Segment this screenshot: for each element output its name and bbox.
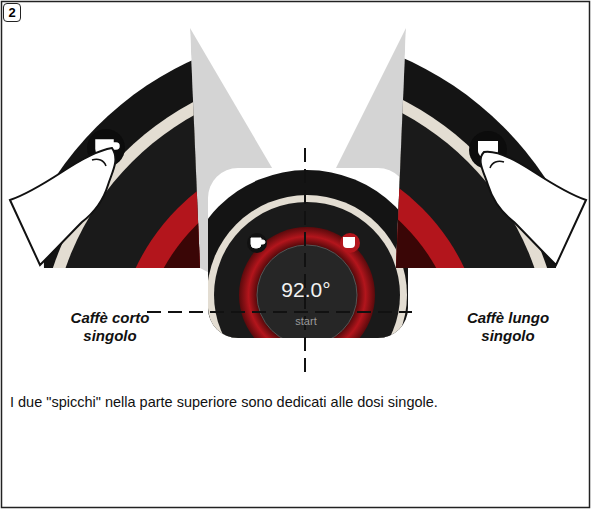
caption-text: I due "spicchi" nella parte superiore so…	[10, 393, 582, 413]
temperature-display: 92.0°	[261, 277, 351, 302]
step-number-box: 2	[3, 3, 21, 22]
crosshair-line	[147, 311, 412, 313]
start-label: start	[276, 315, 336, 328]
function-label: Caffè lungo singolo	[443, 309, 573, 345]
step-number: 2	[7, 5, 17, 20]
function-label: Caffè corto singolo	[45, 309, 175, 345]
zoom-view-right	[0, 20, 592, 510]
pressing-finger	[481, 152, 586, 265]
pressing-finger	[10, 148, 115, 265]
crosshair-line	[304, 148, 306, 372]
